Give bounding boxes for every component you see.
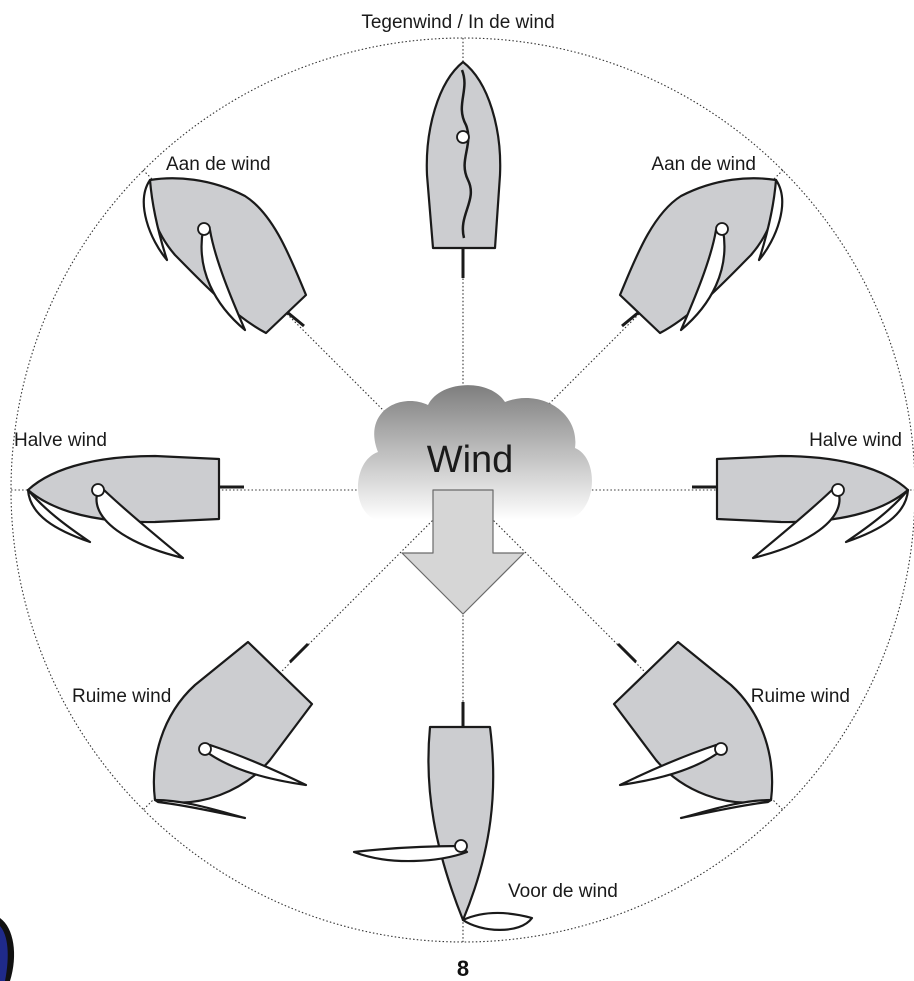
boat-broad-reach-right	[612, 640, 774, 820]
label-head-to-wind: Tegenwind / In de wind	[361, 12, 554, 33]
label-beam-reach-right: Halve wind	[809, 430, 902, 451]
boat-broad-reach-left	[152, 640, 314, 820]
label-broad-reach-right: Ruime wind	[751, 686, 850, 707]
label-close-hauled-left: Aan de wind	[166, 154, 271, 175]
page-number: 8	[457, 956, 469, 981]
boat-beam-reach-left	[26, 454, 244, 560]
wind-arrow	[401, 489, 525, 615]
boat-head-to-wind	[425, 60, 502, 278]
label-broad-reach-left: Ruime wind	[72, 686, 171, 707]
boat-beam-reach-right	[692, 454, 910, 560]
label-close-hauled-right: Aan de wind	[651, 154, 756, 175]
label-running: Voor de wind	[508, 881, 618, 902]
label-beam-reach-left: Halve wind	[14, 430, 107, 451]
boat-close-hauled-right	[618, 177, 784, 335]
boat-running	[352, 702, 534, 931]
boat-close-hauled-left	[142, 177, 308, 335]
wind-cloud	[357, 385, 592, 520]
center-label: Wind	[427, 439, 514, 481]
